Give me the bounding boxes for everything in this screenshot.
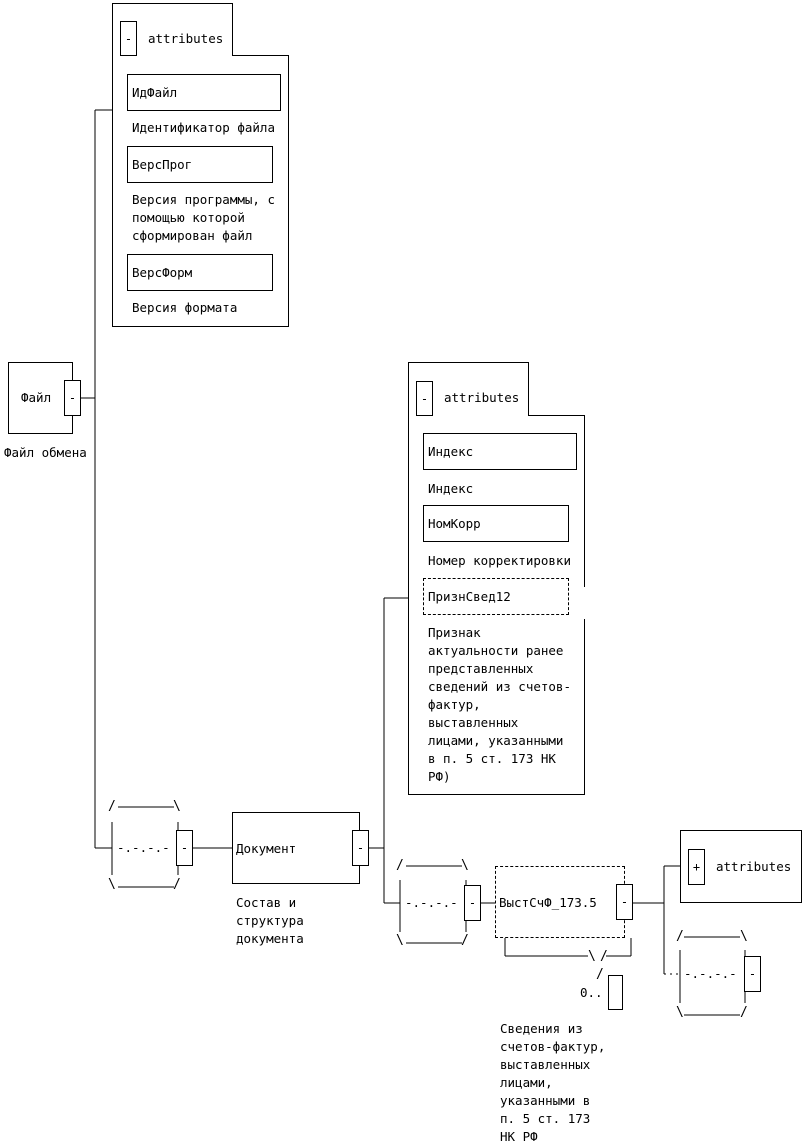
sequence-1-corner-bl: \	[108, 877, 116, 892]
sequence-2-corner-br: /	[461, 933, 469, 948]
invoice-collapse-toggle[interactable]: -	[616, 884, 633, 920]
document-attributes-panel: - attributes Индекс Индекс НомКорр Номер…	[408, 362, 587, 795]
invoice-element-name: ВыстСчФ_173.5	[499, 895, 597, 910]
sequence-3-corner-tr: \	[740, 929, 748, 944]
root-collapse-toggle[interactable]: -	[64, 380, 81, 416]
attribute-versprog-description: Версия программы, с помощью которой сфор…	[132, 192, 275, 243]
document-element-name: Документ	[236, 841, 297, 856]
root-attributes-panel: - attributes ИдФайл Идентификатор файла …	[112, 3, 289, 327]
attribute-versprog[interactable]: ВерсПрог	[127, 146, 273, 183]
root-attributes-tab-ledge	[232, 55, 289, 56]
attribute-versform[interactable]: ВерсФорм	[127, 254, 273, 291]
document-attributes-tab-ledge	[528, 415, 585, 416]
document-collapse-toggle[interactable]: -	[352, 830, 369, 866]
invoice-attributes-title: attributes	[716, 859, 792, 874]
sequence-3-corner-tl: /	[676, 929, 684, 944]
attribute-priznsved12[interactable]: ПризнСвед12	[423, 578, 569, 615]
document-attributes-border-gap	[584, 587, 587, 619]
sequence-1-compositor-icon: -.-.-.-	[117, 840, 170, 855]
sequence-1-corner-tr: \	[173, 799, 181, 814]
cardinality-marker	[608, 975, 623, 1010]
sequence-3-compositor-icon: -.-.-.-	[684, 966, 737, 981]
attribute-idfile[interactable]: ИдФайл	[127, 74, 281, 111]
sequence-2-compositor-icon: -.-.-.-	[405, 895, 458, 910]
root-attributes-title: attributes	[148, 31, 224, 46]
root-element-right-edge-bottom	[72, 415, 73, 434]
sequence-2-corner-tr: \	[461, 858, 469, 873]
sequence-1-collapse-toggle[interactable]: -	[176, 830, 193, 866]
sequence-2-collapse-toggle[interactable]: -	[464, 885, 481, 921]
invoice-cardinality: 0..	[580, 985, 603, 1000]
attribute-index[interactable]: Индекс	[423, 433, 577, 470]
attribute-priznsved12-description: Признак актуальности ранее представленны…	[428, 625, 571, 784]
document-element-box[interactable]: Документ	[232, 812, 360, 884]
attribute-idfile-description: Идентификатор файла	[132, 120, 275, 135]
attribute-nomkorr[interactable]: НомКорр	[423, 505, 569, 542]
invoice-attributes-expand-toggle[interactable]: +	[688, 849, 705, 885]
document-attributes-collapse-toggle[interactable]: -	[416, 381, 433, 416]
root-element-description: Файл обмена	[4, 445, 87, 460]
sequence-2-corner-bl: \	[396, 933, 404, 948]
attribute-index-description: Индекс	[428, 481, 474, 496]
invoice-element-description: Сведения из счетов-фактур, выставленных …	[500, 1021, 606, 1144]
document-attributes-title: attributes	[444, 390, 520, 405]
root-element-name: Файл	[21, 390, 52, 405]
document-element-description: Состав и структура документа	[236, 895, 304, 946]
sequence-2-corner-tl: /	[396, 858, 404, 873]
document-attributes-tab	[408, 362, 529, 415]
root-element-box[interactable]: Файл	[8, 362, 73, 434]
repeat-loop-mark-right: /	[600, 949, 608, 964]
repeat-loop-mark-left: \	[588, 949, 596, 964]
root-element-right-edge	[72, 362, 73, 380]
invoice-attributes-panel[interactable]: + attributes	[680, 830, 802, 903]
attribute-versform-description: Версия формата	[132, 300, 238, 315]
repeat-loop-mark-diag: /	[596, 967, 604, 982]
sequence-1-corner-tl: /	[108, 799, 116, 814]
sequence-3-collapse-toggle[interactable]: -	[744, 956, 761, 992]
sequence-3-corner-br: /	[740, 1005, 748, 1020]
root-attributes-tab	[112, 3, 233, 55]
sequence-3-corner-bl: \	[676, 1005, 684, 1020]
attribute-nomkorr-description: Номер корректировки	[428, 553, 571, 568]
root-attributes-body	[112, 55, 289, 327]
sequence-1-corner-br: /	[173, 877, 181, 892]
invoice-element-box[interactable]: ВыстСчФ_173.5	[495, 866, 625, 938]
root-attributes-collapse-toggle[interactable]: -	[120, 21, 137, 56]
